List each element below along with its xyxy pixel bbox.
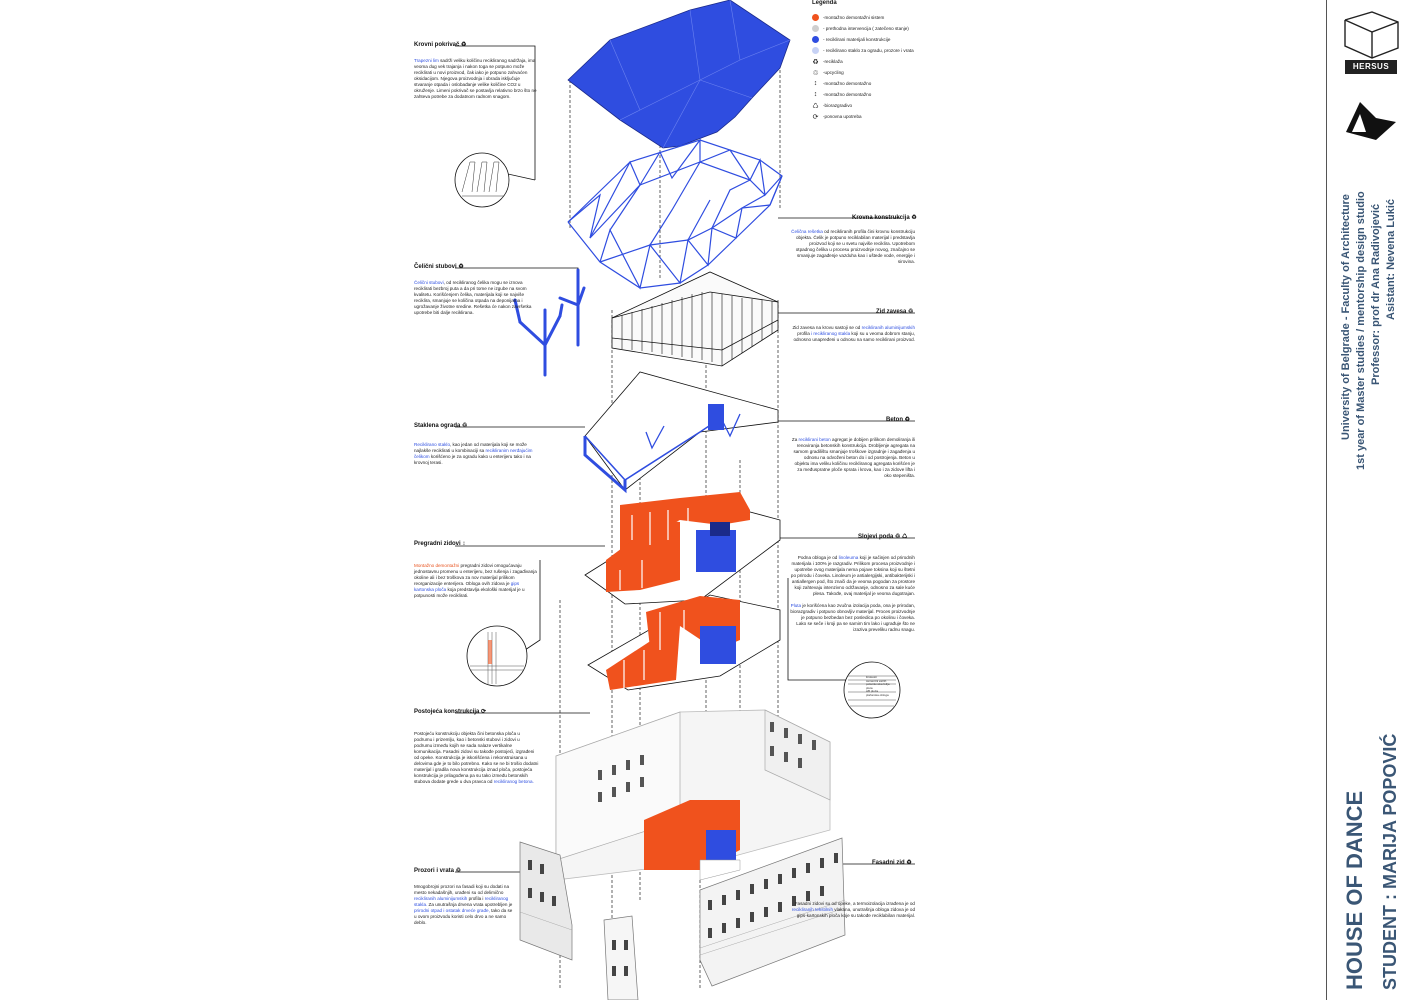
text-existing-structure: Postojeću konstrukciju objekta čini beto…: [414, 731, 539, 784]
wall-detail-circle: [466, 625, 528, 687]
studies-line: 1st year of Master studies / mentorship …: [1355, 191, 1367, 470]
steel-columns: [513, 268, 586, 377]
label-steel-columns: Čelični stubovi ♻: [414, 264, 464, 270]
label-floor-layers: Slojevi poda ♲ ♺: [858, 534, 908, 540]
roof-cladding: [567, 0, 791, 149]
hersus-badge: HERSUS: [1345, 60, 1397, 74]
partition-floor-lower: [587, 594, 781, 691]
university-line: University of Belgrade - Faculty of Arch…: [1340, 194, 1352, 440]
recycle-icon: ♻: [812, 58, 819, 66]
light-blue-dot-icon: [812, 47, 819, 54]
biodegradable-icon: ♺: [812, 102, 819, 110]
legend-item: -montažno demontažni sistem: [812, 12, 952, 23]
label-facade-wall: Fasadni zid ♻: [872, 860, 912, 866]
hersus-logo-icon: [1344, 11, 1399, 59]
legend-item: - prethodna intervencija ( zatečeno stan…: [812, 23, 952, 34]
blue-dot-icon: [812, 36, 819, 43]
legend-item: - reciklirano staklo za ogradu, prozore …: [812, 45, 952, 56]
floor-detail-circle: [843, 661, 901, 719]
legend-item: ↕-montažno demontažno: [813, 80, 872, 87]
reuse-icon: ⟳: [812, 113, 819, 121]
text-facade-wall: Fasadni zidovi su od opeke, a termoizola…: [791, 901, 915, 918]
label-partition-walls: Pregradni zidovi ↕: [414, 541, 466, 547]
legend-item: ♻-reciklaža: [812, 58, 843, 66]
legend-item: - reciklirani materijali konstrukcije: [812, 34, 952, 45]
orange-dot-icon: [812, 14, 819, 21]
label-windows-doors: Prozori i vrata ♲: [414, 868, 462, 874]
label-roof-structure: Krovna konstrukcija ♻: [852, 215, 917, 221]
text-partition-walls: Montažno demontažni pregradni zidovi omo…: [414, 563, 537, 598]
partition-floor-upper: [584, 492, 781, 605]
legend-item: ↕-montažno demontažno: [813, 91, 872, 98]
assistant-line: Asistant: Nevena Lukić: [1385, 198, 1397, 320]
roof-detail-circle: [454, 152, 510, 208]
text-concrete: Za reciklirani beton agregat je dobijen …: [791, 437, 915, 478]
text-roof-structure: Čelična rešetka od recikliranih profila …: [791, 229, 915, 264]
faculty-logo-icon: [1346, 102, 1396, 140]
demountable-icon: ↕: [813, 91, 818, 98]
demountable-icon: ↕: [813, 80, 818, 87]
floor-detail-labels: linoleum cementni estrih polietilenska f…: [866, 675, 890, 697]
label-curtain-wall: Zid zavesa ♲: [876, 309, 914, 315]
label-existing-structure: Postojeća konstrukcija ⟳: [414, 709, 487, 715]
legend-item: ♲-upcycling: [812, 69, 844, 77]
grey-dot-icon: [812, 25, 819, 32]
label-roof-cladding: Krovni pokrivač ♻: [414, 42, 467, 48]
facade-walls: [519, 837, 846, 1000]
roof-slab: [583, 371, 779, 494]
text-glass-railing: Reciklirano staklo, kao jedan od materij…: [414, 442, 533, 465]
legend-item: ⟳-ponovna upotreba: [812, 113, 862, 121]
curtain-wall: [611, 271, 779, 367]
legend: Legenda -montažno demontažni sistem - pr…: [812, 0, 952, 122]
sidebar-divider: [1326, 0, 1327, 1000]
upcycling-icon: ♲: [812, 69, 819, 77]
text-windows-doors: Mnogobrojni prozori na fasadi koji su do…: [414, 884, 513, 925]
text-curtain-wall: Zid zavesa na krovu sastoji se od recikl…: [792, 325, 915, 342]
professor-line: Professor: prof dr Ana Radivojević: [1370, 203, 1382, 385]
text-floor-layers: Podna obloga je od linoleuma koji je sač…: [790, 555, 915, 632]
roof-truss: [567, 138, 783, 290]
text-steel-columns: Čelični stubovi, od recikliranog čelika …: [414, 280, 532, 315]
existing-structure: [555, 709, 831, 881]
text-roof-cladding: Trapezni lim sadrži veliku količinu reci…: [414, 58, 537, 99]
project-title: HOUSE OF DANCE: [1342, 790, 1367, 990]
legend-item: ♺-biorazgradivo: [812, 102, 853, 110]
legend-title: Legenda: [812, 0, 837, 6]
student-name: STUDENT : MARIJA POPOVIĆ: [1380, 733, 1400, 990]
label-glass-railing: Staklena ograda ♲: [414, 423, 468, 429]
label-concrete: Beton ♻: [886, 417, 911, 423]
